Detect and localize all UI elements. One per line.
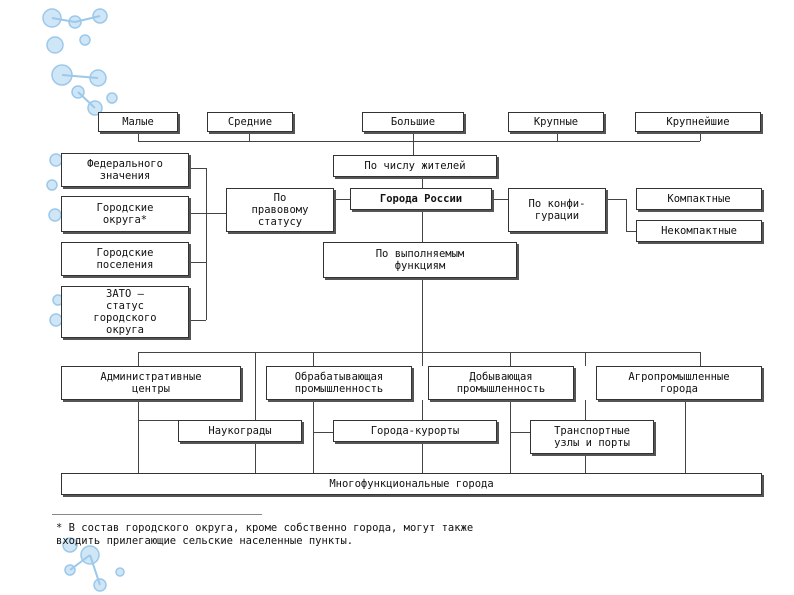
- function-resort-box: Города-курорты: [333, 420, 497, 442]
- connector: [606, 199, 626, 200]
- size-large-box: Большие: [362, 112, 464, 132]
- connector: [334, 199, 350, 200]
- connector: [189, 168, 206, 169]
- legal-federal-box: Федерального значения: [61, 153, 189, 187]
- connector: [138, 420, 178, 421]
- legal-status-box: По правовому статусу: [226, 188, 334, 232]
- population-box: По числу жителей: [333, 155, 497, 177]
- size-small-box: Малые: [98, 112, 178, 132]
- connector: [422, 352, 423, 366]
- connector: [413, 131, 414, 155]
- connector: [313, 352, 314, 366]
- connector: [685, 400, 686, 473]
- connector: [510, 400, 511, 473]
- connector: [255, 442, 256, 473]
- connector: [249, 131, 250, 141]
- connector: [206, 213, 226, 214]
- legal-urban-settlement-box: Городские поселения: [61, 242, 189, 276]
- function-transport-box: Транспортные узлы и порты: [530, 420, 654, 454]
- function-science-box: Наукограды: [178, 420, 302, 442]
- function-mining-box: Добывающая промышленность: [428, 366, 574, 400]
- connector: [700, 131, 701, 141]
- function-manufacturing-box: Обрабатывающая промышленность: [266, 366, 412, 400]
- connector: [492, 199, 508, 200]
- connector: [138, 352, 700, 353]
- config-compact-box: Компактные: [636, 188, 762, 210]
- connector: [510, 432, 530, 433]
- size-medium-box: Средние: [207, 112, 293, 132]
- connector: [700, 352, 701, 366]
- size-largest-box: Крупнейшие: [635, 112, 761, 132]
- connector: [422, 278, 423, 352]
- size-big-box: Крупные: [508, 112, 604, 132]
- connector: [138, 352, 139, 366]
- connector: [206, 168, 207, 320]
- connector: [189, 213, 206, 214]
- connector: [138, 131, 139, 141]
- connector: [313, 400, 314, 473]
- connector: [626, 231, 636, 232]
- footnote-separator: [52, 514, 262, 515]
- functions-box: По выполняемым функциям: [323, 242, 517, 278]
- connector: [626, 199, 627, 231]
- connector: [585, 352, 586, 366]
- footnote-line-1: * В состав городского округа, кроме собс…: [56, 522, 473, 535]
- function-admin-box: Административные центры: [61, 366, 241, 400]
- function-agro-box: Агропромышленные города: [596, 366, 762, 400]
- configuration-box: По конфи- гурации: [508, 188, 606, 232]
- connector: [189, 320, 206, 321]
- multifunctional-box: Многофункциональные города: [61, 473, 762, 495]
- legal-zato-box: ЗАТО – статус городского округа: [61, 286, 189, 338]
- config-noncompact-box: Некомпактные: [636, 220, 762, 242]
- legal-urban-district-box: Городские округа*: [61, 196, 189, 232]
- connector: [510, 352, 511, 366]
- russia-cities-box: Города России: [350, 188, 492, 210]
- connector: [557, 131, 558, 141]
- connector: [313, 432, 333, 433]
- connector: [189, 262, 206, 263]
- connector: [138, 400, 139, 473]
- connector: [138, 141, 700, 142]
- footnote-line-2: входить прилегающие сельские населенные …: [56, 535, 353, 548]
